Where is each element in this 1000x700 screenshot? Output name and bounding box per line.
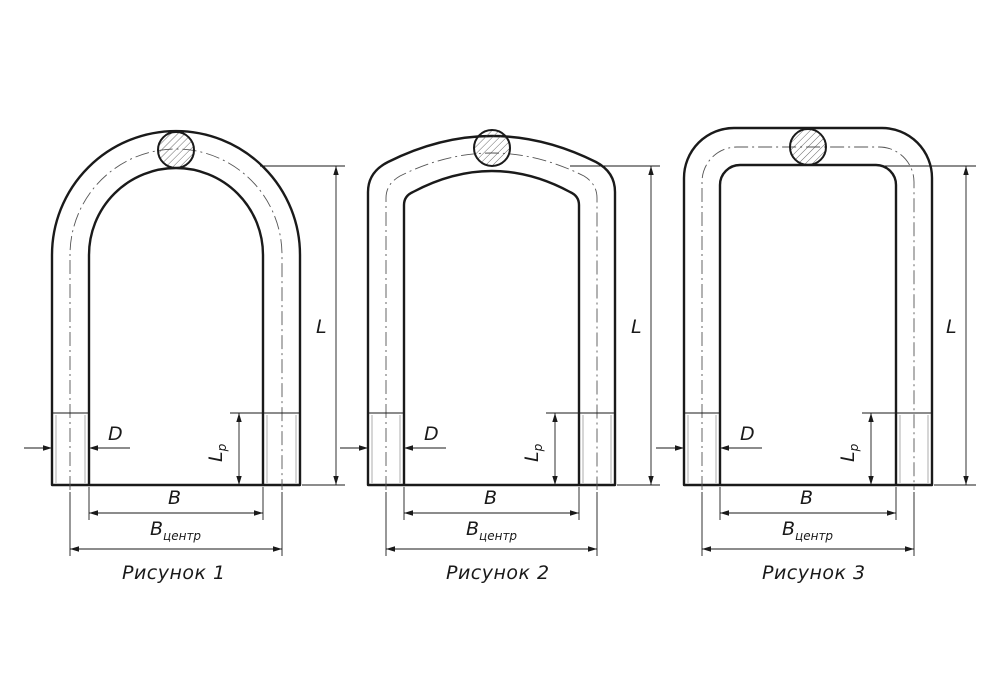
figure-3-dimension-Bc: Bцентр: [701, 492, 915, 556]
figure-3-label-B: B: [800, 487, 813, 509]
figure-2-label-D: D: [424, 423, 439, 445]
figure-2: L D Lp B Bцентр Рисунок 2: [340, 129, 660, 584]
figure-2-label-Bc: Bцентр: [466, 518, 517, 543]
figure-2-dimension-B: B: [403, 487, 580, 520]
figure-1-outer-contour: [50, 129, 302, 487]
figure-1-caption: Рисунок 1: [122, 562, 226, 584]
figure-3-dimension-D: D: [656, 423, 762, 451]
figure-3-rod-section: [789, 128, 827, 166]
figure-2-dimension-Bc: Bцентр: [385, 492, 598, 556]
figure-3-outer-contour: [682, 126, 934, 487]
figure-1-label-D: D: [108, 423, 123, 445]
figure-3-caption: Рисунок 3: [762, 562, 866, 584]
figure-1-dimension-Lp: Lp: [205, 412, 263, 486]
figure-2-rod-section: [473, 129, 511, 167]
figure-3-dimension-B: B: [719, 487, 897, 520]
figure-1-label-Lp: Lp: [205, 443, 229, 462]
figure-1: L D Lp B Bцентр Рисунок 1: [24, 129, 345, 584]
figure-2-centerline: [385, 152, 598, 490]
figure-3-label-Lp: Lp: [837, 443, 861, 462]
figure-1-dimension-B: B: [88, 487, 264, 520]
figure-1-dimension-D: D: [24, 423, 130, 451]
figure-3-label-D: D: [740, 423, 755, 445]
figure-3-centerline: [701, 146, 915, 490]
figure-2-thread-right: [582, 415, 612, 483]
figure-1-dimension-L: L: [260, 165, 345, 486]
figure-3-thread-left: [687, 415, 717, 483]
figure-1-dimension-Bc: Bцентр: [69, 492, 283, 556]
figure-3-label-L: L: [946, 316, 957, 338]
figure-3-thread-right: [899, 415, 929, 483]
figure-3-label-Bc: Bцентр: [782, 518, 833, 543]
figure-1-label-Bc: Bцентр: [150, 518, 201, 543]
figure-2-label-Lp: Lp: [521, 443, 545, 462]
figure-1-centerline: [69, 148, 283, 490]
figure-1-rod-section: [157, 131, 195, 169]
figure-3: L D Lp B Bцентр Рисунок 3: [656, 126, 976, 584]
figure-2-caption: Рисунок 2: [446, 562, 550, 584]
figure-1-thread-right: [266, 415, 297, 483]
figure-2-thread-left: [371, 415, 401, 483]
figure-2-label-B: B: [484, 487, 497, 509]
figure-3-dimension-Lp: Lp: [837, 412, 896, 486]
figure-2-label-L: L: [631, 316, 642, 338]
figure-2-dimension-Lp: Lp: [521, 412, 579, 486]
figure-3-dimension-L: L: [880, 165, 976, 486]
figure-2-dimension-D: D: [340, 423, 446, 451]
figure-1-label-L: L: [316, 316, 327, 338]
figure-1-label-B: B: [168, 487, 181, 509]
figure-1-thread-left: [55, 415, 86, 483]
figure-2-inner-contour: [402, 169, 581, 487]
figure-2-dimension-L: L: [570, 165, 660, 486]
